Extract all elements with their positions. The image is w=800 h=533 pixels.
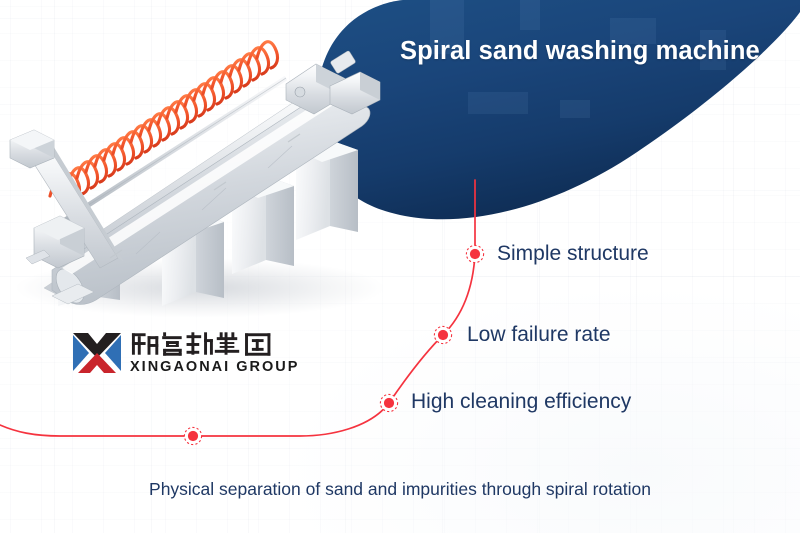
company-logo: XINGAONAI GROUP [72,325,297,381]
feature-label-simple-structure: Simple structure [497,242,649,265]
feature-node-3 [183,426,203,446]
discharge-chute [329,71,381,115]
frame-braces [109,133,301,259]
drive-unit [285,50,356,115]
auger-shaft [60,75,288,225]
banner-caption: Physical separation of sand and impuriti… [149,479,651,499]
feature-node-dots [183,244,485,446]
logo-chinese-name [131,332,271,356]
page-title: Spiral sand washing machine [400,37,760,65]
feature-connector-line [0,179,476,437]
x-mark-icon [73,333,121,373]
feed-end-assembly [9,129,124,305]
feature-label-low-failure-rate: Low failure rate [467,323,611,346]
header-blue-shape [316,0,800,220]
feature-node-0 [465,244,485,264]
feature-label-high-cleaning-efficiency: High cleaning efficiency [411,390,632,413]
logo-text-block: XINGAONAI GROUP [130,330,299,376]
feature-node-1 [433,325,453,345]
logo-english-name: XINGAONAI GROUP [130,359,300,375]
product-illustration [9,40,385,318]
feature-node-2 [379,393,399,413]
